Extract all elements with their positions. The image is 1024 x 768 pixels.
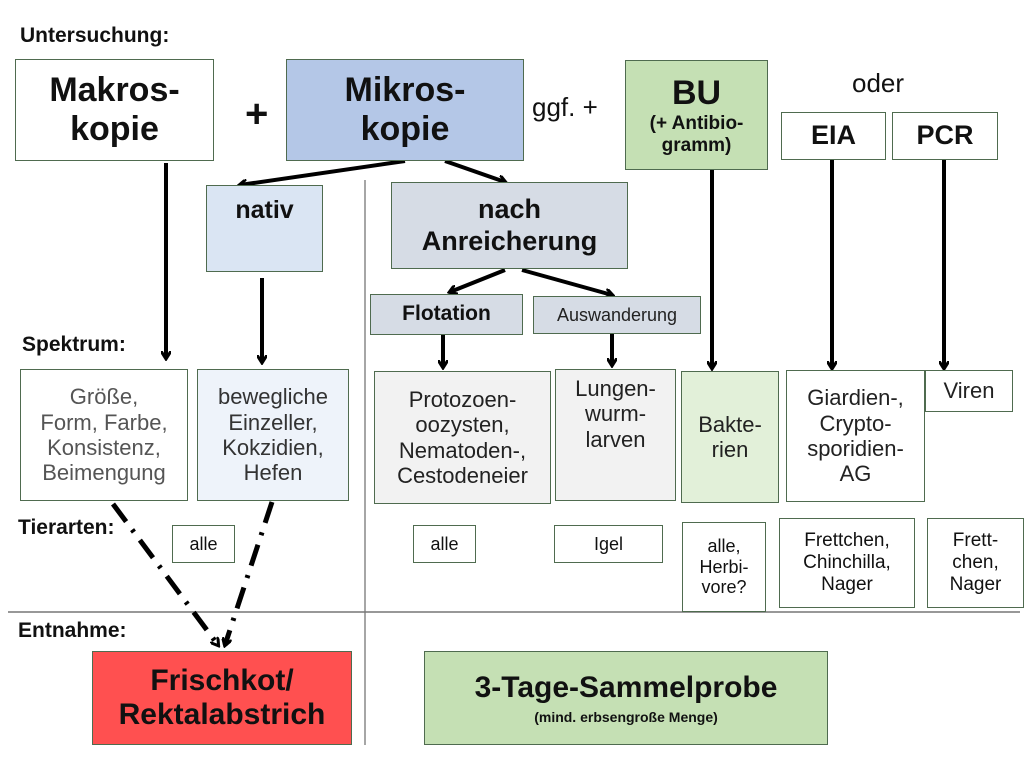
frischkot-box: Frischkot/ Rektalabstrich — [92, 651, 352, 745]
arrow-anreicherung-to-flotation — [450, 268, 506, 292]
sammelprobe-box: 3-Tage-Sammelprobe (mind. erbsengroße Me… — [424, 651, 828, 745]
pcr-box: PCR — [892, 112, 998, 160]
oder-label: oder — [852, 68, 905, 98]
tierarten-nativ: alle — [172, 525, 235, 563]
dashdot-arrow-nativ-to-frischkot — [225, 501, 275, 645]
tierarten-eia: Frettchen, Chinchilla, Nager — [779, 518, 915, 608]
tierarten-flotation: alle — [413, 525, 476, 563]
spektrum-makroskopie: Größe, Form, Farbe, Konsistenz, Beimengu… — [20, 369, 188, 501]
dashdot-arrow-makro-to-frischkot — [110, 502, 218, 645]
bu-box: BU (+ Antibio- gramm) — [625, 60, 768, 170]
auswanderung-box: Auswanderung — [533, 296, 701, 334]
spektrum-nativ: bewegliche Einzeller, Kokzidien, Hefen — [197, 369, 349, 501]
arrow-mikro-to-nativ — [240, 159, 406, 185]
nach-anreicherung-box: nach Anreicherung — [391, 182, 628, 269]
tierarten-pcr: Frett- chen, Nager — [927, 518, 1024, 608]
flotation-box: Flotation — [370, 294, 523, 335]
nativ-box: nativ — [206, 185, 323, 272]
label-tierarten: Tierarten: — [18, 516, 115, 539]
makroskopie-box: Makros- kopie — [15, 59, 214, 161]
label-untersuchung: Untersuchung: — [20, 24, 170, 47]
spektrum-eia: Giardien-, Crypto- sporidien- AG — [786, 370, 925, 502]
label-spektrum: Spektrum: — [22, 333, 126, 356]
spektrum-flotation: Protozoen- oozysten, Nematoden-, Cestode… — [374, 371, 551, 504]
eia-box: EIA — [781, 112, 886, 160]
arrow-anreicherung-to-auswanderung — [521, 268, 612, 295]
mikroskopie-box: Mikros- kopie — [286, 59, 524, 161]
spektrum-viren: Viren — [925, 370, 1013, 412]
plus-sign: + — [245, 92, 269, 136]
ggf-plus-label: ggf. + — [532, 92, 598, 122]
label-entnahme: Entnahme: — [18, 619, 127, 642]
spektrum-auswanderung: Lungen- wurm- larven — [555, 369, 676, 501]
spektrum-bakterien: Bakte- rien — [681, 371, 779, 503]
tierarten-auswanderung: Igel — [554, 525, 663, 563]
arrow-mikro-to-anreicherung — [444, 159, 505, 182]
tierarten-bu: alle, Herbi- vore? — [682, 522, 766, 612]
